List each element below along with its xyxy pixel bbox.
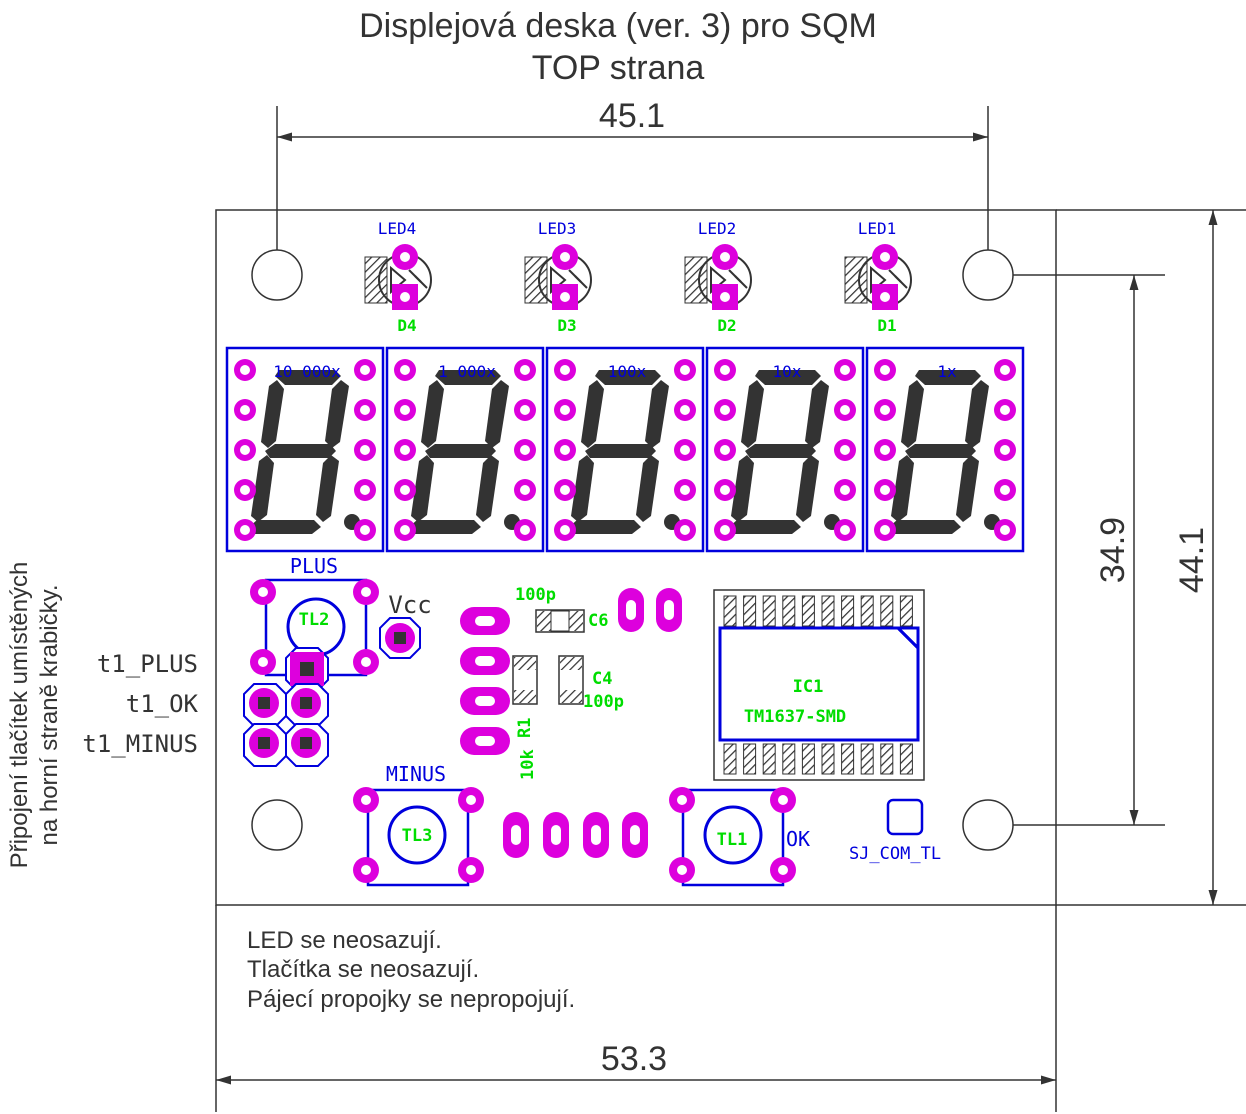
board-outline [215,209,1057,906]
note-2: Tlačítka se neosazují. [247,956,479,983]
jumper-label: SJ_COM_TL [849,844,941,864]
button-ok: OK TL1 [669,787,810,887]
dimension-board-height: 44.1 [1173,527,1211,593]
connector-label-plus: t1_PLUS [97,650,198,678]
vcc-label: Vcc [388,591,431,619]
c6-value: 100p [515,585,556,605]
dimension-hole-spacing-x: 45.1 [599,97,665,135]
r1-name: R1 [515,718,535,738]
vcc-pad: Vcc [379,591,432,659]
button-plus-name: PLUS [290,554,338,578]
note-1: LED se neosazují. [247,927,442,954]
digit-multiplier: 1 000x [438,362,496,381]
button-minus: MINUS TL3 [353,762,484,887]
led-name: LED2 [698,219,737,238]
digit-2: 1 000x [385,346,545,553]
side-note-line-2: na horní straně krabičky. [36,584,63,845]
led-part: D1 [877,316,896,335]
solder-jumper: SJ_COM_TL [849,798,941,864]
digit-1: 10 000x [225,346,385,553]
digit-multiplier: 100x [608,362,647,381]
title-line-2: TOP strana [532,49,705,87]
connector-label-ok: t1_OK [126,690,199,718]
led-name: LED3 [538,219,577,238]
ic1-name: IC1 [793,677,824,697]
button-ok-name: OK [786,827,810,851]
digit-5: 1x [865,346,1025,553]
note-3: Pájecí propojky se nepropojují. [247,986,575,1013]
capacitor-c6: 100p C6 [515,585,608,633]
led-name: LED1 [858,219,897,238]
mounting-hole-tl [251,249,303,301]
button-minus-name: MINUS [386,762,446,786]
connector-pads [243,647,329,767]
pads-bottom-row [503,812,648,858]
resistor-pads [460,607,510,755]
led-part: D2 [717,316,736,335]
led-name: LED4 [378,219,417,238]
dimension-hole-spacing-y: 34.9 [1094,517,1132,583]
button-ok-part: TL1 [717,830,748,850]
r1-value: 10k [518,749,538,780]
mounting-hole-tr [962,249,1014,301]
button-minus-part: TL3 [402,826,433,846]
title-line-1: Displejová deska (ver. 3) pro SQM [359,7,877,45]
side-note-line-1: Připojení tlačítek umístěných [6,562,33,869]
digit-group: 10 000x 1 000x 100x 10x 1x [225,346,1025,553]
c4-name: C4 [592,669,612,689]
resistor-r1: R1 10k [512,655,538,780]
digit-multiplier: 10 000x [273,362,341,381]
dimension-board-width: 53.3 [601,1040,667,1078]
digit-4: 10x [705,346,865,553]
mounting-hole-br [962,799,1014,851]
digit-multiplier: 10x [773,362,802,381]
c6-name: C6 [588,611,608,631]
digit-multiplier: 1x [937,362,957,381]
button-plus: PLUS TL2 [250,554,379,677]
capacitor-c4: C4 100p [558,655,624,712]
mounting-hole-bl [251,799,303,851]
led-part: D4 [397,316,416,335]
button-plus-part: TL2 [299,610,330,630]
connector-label-minus: t1_MINUS [82,730,198,758]
led-part: D3 [557,316,576,335]
pads-top-pair [618,588,682,632]
ic1-part: TM1637-SMD [744,707,846,727]
ic1: IC1 TM1637-SMD [713,589,925,781]
c4-value: 100p [583,692,624,712]
digit-3: 100x [545,346,705,553]
